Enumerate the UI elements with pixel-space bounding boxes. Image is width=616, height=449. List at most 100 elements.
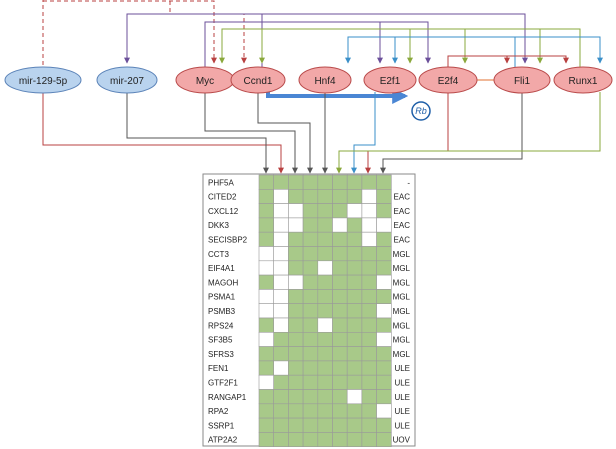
matrix-cell-on bbox=[317, 217, 333, 233]
matrix-cell-on bbox=[317, 303, 333, 319]
matrix-cell-on bbox=[258, 217, 274, 233]
gene-name: PHF5A bbox=[208, 178, 234, 187]
edge-ccnd1-to-col bbox=[257, 92, 313, 174]
matrix-cell-on bbox=[288, 403, 304, 419]
matrix-cell-off bbox=[258, 289, 274, 304]
matrix-cell-off bbox=[361, 203, 377, 219]
gene-name: GTF2F1 bbox=[208, 378, 238, 387]
matrix-cell-on bbox=[376, 360, 392, 376]
node-label: mir-207 bbox=[110, 76, 144, 87]
matrix-cell-on bbox=[258, 389, 274, 405]
matrix-cell-on bbox=[376, 246, 392, 262]
gene-category: MGL bbox=[393, 321, 411, 330]
matrix-cell-on bbox=[361, 303, 377, 319]
matrix-cell-on bbox=[273, 374, 289, 390]
matrix-cell-on bbox=[317, 231, 333, 247]
matrix-cell-on bbox=[361, 289, 377, 304]
network-nodes: mir-129-5p mir-207 Myc Ccnd1 Hnf4 E2f1 E… bbox=[4, 66, 613, 94]
matrix-cell-on bbox=[332, 303, 348, 319]
node-fli1: Fli1 bbox=[493, 66, 551, 94]
matrix-cell-on bbox=[332, 389, 348, 405]
node-label: Myc bbox=[196, 76, 214, 87]
matrix-cell-off bbox=[361, 217, 377, 233]
matrix-cell-on bbox=[288, 174, 304, 190]
matrix-cell-on bbox=[332, 246, 348, 262]
matrix-cell-on bbox=[258, 360, 274, 376]
matrix-cell-off bbox=[288, 203, 304, 219]
matrix-cell-on bbox=[332, 174, 348, 190]
node-label: mir-129-5p bbox=[19, 76, 68, 87]
matrix-cell-on bbox=[302, 432, 319, 447]
matrix-cell-on bbox=[376, 174, 392, 190]
matrix-cell-on bbox=[302, 303, 319, 319]
mirna-ellipse bbox=[4, 66, 82, 94]
matrix-cell-on bbox=[317, 246, 333, 262]
gene-name: MAGOH bbox=[208, 278, 238, 287]
matrix-cell-on bbox=[376, 260, 392, 276]
matrix-cell-on bbox=[288, 432, 304, 447]
matrix-cell-on bbox=[288, 374, 304, 390]
edge-fli1-to-runx1 bbox=[515, 36, 603, 64]
gene-category: MGL bbox=[393, 350, 411, 359]
gene-name: SFRS3 bbox=[208, 350, 234, 359]
edge-runx1-to-ccnd1 bbox=[259, 28, 581, 70]
matrix-cell-off bbox=[361, 231, 377, 247]
matrix-cell-off bbox=[376, 403, 392, 419]
edge-e2f4-to-runx1 bbox=[507, 55, 569, 64]
matrix-cell-on bbox=[346, 432, 363, 447]
matrix-cell-on bbox=[302, 289, 319, 304]
matrix-cell-on bbox=[302, 317, 319, 333]
matrix-cell-off bbox=[376, 217, 392, 233]
node-ccnd1: Ccnd1 bbox=[230, 66, 286, 94]
matrix-cell-on bbox=[346, 189, 363, 204]
matrix-cell-on bbox=[346, 231, 363, 247]
edge-ccnd1-to-fli1 bbox=[262, 13, 528, 64]
gene-row: PHF5A- bbox=[208, 174, 410, 190]
node-mir-207: mir-207 bbox=[96, 66, 158, 94]
network-edges bbox=[42, 0, 603, 83]
matrix-cell-on bbox=[332, 274, 348, 290]
matrix-cell-on bbox=[273, 417, 289, 433]
matrix-cell-on bbox=[273, 432, 289, 447]
matrix-cell-on bbox=[288, 189, 304, 204]
matrix-cell-on bbox=[346, 346, 363, 362]
matrix-cell-on bbox=[332, 432, 348, 447]
tf-ellipse bbox=[553, 66, 613, 94]
matrix-cell-on bbox=[376, 203, 392, 219]
mirna-ellipse bbox=[96, 66, 158, 94]
matrix-cell-on bbox=[361, 274, 377, 290]
matrix-cell-off bbox=[346, 389, 363, 405]
matrix-cell-off bbox=[332, 217, 348, 233]
matrix-cell-on bbox=[258, 174, 274, 190]
edge-myc-to-e2f1 bbox=[204, 21, 383, 67]
gene-name: SSRP1 bbox=[208, 421, 235, 430]
matrix-cell-on bbox=[302, 246, 319, 262]
matrix-cell-on bbox=[273, 346, 289, 362]
matrix-cell-on bbox=[361, 403, 377, 419]
matrix-cell-on bbox=[288, 389, 304, 405]
gene-name: RPA2 bbox=[208, 407, 229, 416]
rb-label: Rb bbox=[415, 106, 427, 116]
gene-category: MGL bbox=[393, 264, 411, 273]
gene-category: EAC bbox=[394, 235, 411, 244]
matrix-cell-on bbox=[361, 432, 377, 447]
matrix-cell-on bbox=[258, 231, 274, 247]
gene-category: MGL bbox=[393, 250, 411, 259]
edge-myc-to-e2f4 bbox=[380, 21, 431, 64]
matrix-cell-on bbox=[288, 231, 304, 247]
matrix-cell-on bbox=[288, 317, 304, 333]
matrix-cell-on bbox=[346, 374, 363, 390]
gene-category: EAC bbox=[394, 221, 411, 230]
matrix-cell-on bbox=[376, 317, 392, 333]
matrix-cell-on bbox=[317, 289, 333, 304]
node-label: Fli1 bbox=[514, 76, 531, 87]
node-myc: Myc bbox=[175, 66, 235, 94]
edge-mir129-to-col bbox=[42, 92, 284, 174]
matrix-cell-on bbox=[273, 174, 289, 190]
